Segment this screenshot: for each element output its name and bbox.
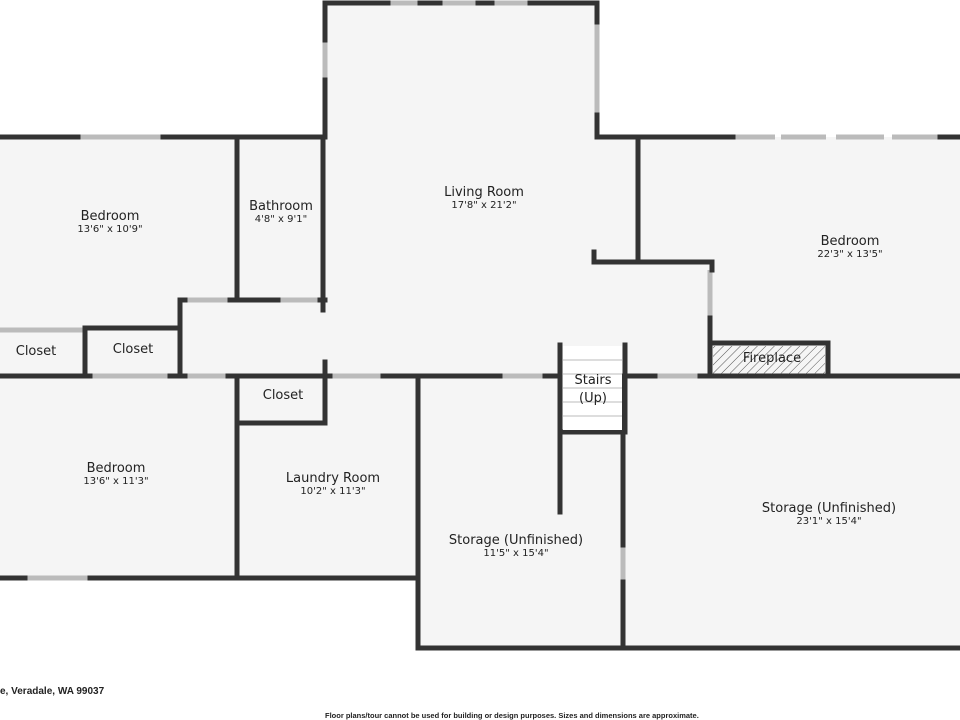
room-dims: 17'8" x 21'2" bbox=[451, 200, 517, 211]
stair-treads bbox=[563, 346, 622, 430]
room-dims: 10'2" x 11'3" bbox=[300, 486, 366, 497]
room-stairs: Stairs (Up) bbox=[574, 372, 611, 408]
stairs-direction: (Up) bbox=[579, 391, 607, 406]
room-dims: 13'6" x 10'9" bbox=[77, 224, 143, 235]
room-dims: 4'8" x 9'1" bbox=[254, 214, 308, 225]
windows bbox=[0, 0, 940, 582]
room-name: Bedroom bbox=[86, 461, 146, 476]
room-dims: 23'1" x 15'4" bbox=[796, 516, 862, 527]
floor-areas bbox=[0, 3, 960, 648]
room-name: Bedroom bbox=[80, 209, 140, 224]
room-closet-1: Closet bbox=[15, 344, 57, 359]
room-name: Storage (Unfinished) bbox=[448, 533, 584, 548]
walls bbox=[0, 0, 960, 651]
stairs-label: Stairs bbox=[574, 373, 612, 388]
fireplace-label: Fireplace bbox=[742, 351, 802, 366]
room-name: Storage (Unfinished) bbox=[761, 501, 897, 516]
room-dims: 11'5" x 15'4" bbox=[483, 548, 549, 559]
room-storage-mid: Storage (Unfinished)11'5" x 15'4" bbox=[449, 533, 583, 559]
room-name: Laundry Room bbox=[285, 471, 381, 486]
room-closet-3: Closet bbox=[262, 388, 304, 403]
room-name: Bathroom bbox=[249, 199, 313, 214]
room-name: Bedroom bbox=[820, 234, 880, 249]
room-dims: 22'3" x 13'5" bbox=[817, 249, 883, 260]
address-text: e, Veradale, WA 99037 bbox=[0, 686, 105, 697]
disclaimer-text: Floor plans/tour cannot be used for buil… bbox=[325, 711, 699, 720]
room-dims: 13'6" x 11'3" bbox=[83, 476, 149, 487]
room-closet-2: Closet bbox=[112, 342, 154, 357]
room-name: Living Room bbox=[444, 185, 524, 200]
fireplace-hatch bbox=[713, 346, 825, 374]
room-storage-right: Storage (Unfinished)23'1" x 15'4" bbox=[762, 501, 896, 527]
